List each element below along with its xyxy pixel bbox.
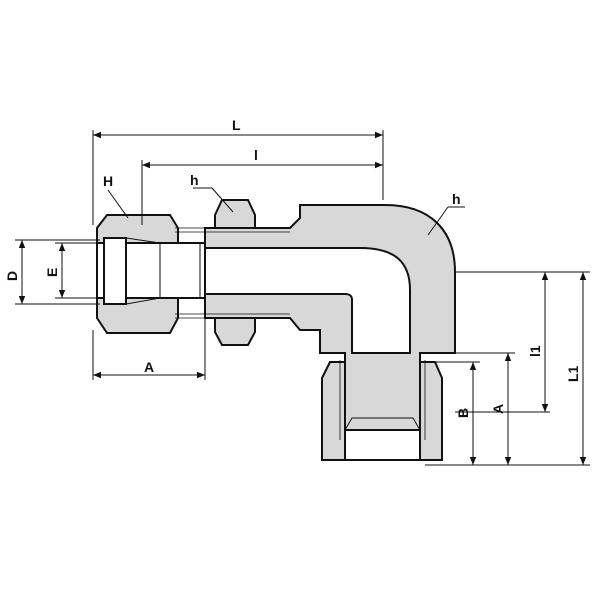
label-L: L bbox=[232, 117, 241, 133]
fitting-body bbox=[96, 199, 456, 461]
label-B: B bbox=[455, 408, 471, 418]
thread-bottom bbox=[339, 360, 426, 440]
label-D: D bbox=[4, 271, 20, 281]
label-A-right: A bbox=[490, 404, 506, 414]
dimension-labels: L l H h h A D E l1 L1 A B bbox=[4, 117, 581, 418]
label-A-bottom: A bbox=[144, 359, 154, 375]
label-l1: l1 bbox=[527, 345, 543, 357]
label-L1: L1 bbox=[565, 365, 581, 382]
label-H: H bbox=[103, 173, 113, 189]
label-h-top: h bbox=[190, 172, 199, 188]
dimensions bbox=[15, 130, 590, 466]
label-h-elbow: h bbox=[452, 191, 461, 207]
label-E: E bbox=[44, 268, 60, 277]
label-l: l bbox=[254, 147, 258, 163]
thread-top bbox=[175, 227, 290, 319]
